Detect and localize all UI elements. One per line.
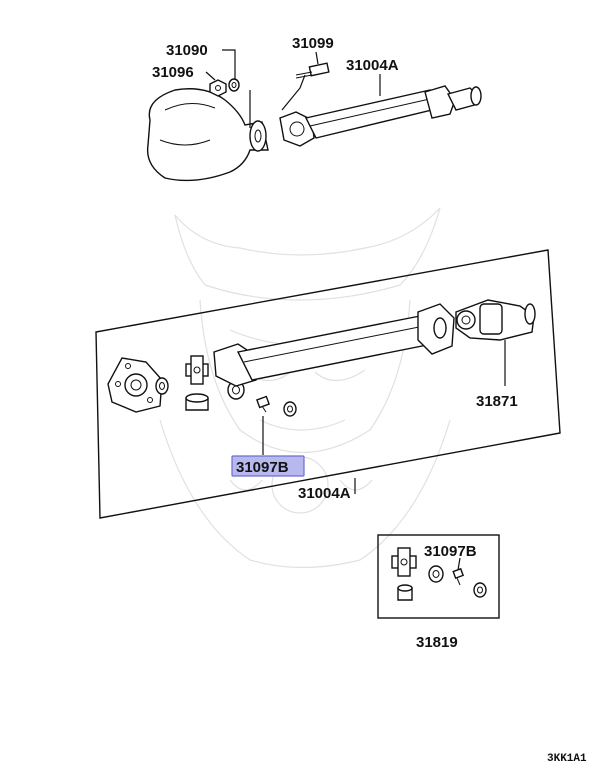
slip-yoke-31871 (455, 299, 536, 341)
kit-leader-31097B (457, 557, 461, 571)
callout-31097B-kit: 31097B (424, 543, 477, 560)
main-propeller-shaft-31004A (213, 303, 455, 387)
companion-flange (107, 357, 163, 413)
grease-fitting (256, 395, 270, 413)
samurai-helmet-watermark-icon (159, 207, 451, 569)
exploded-view-panel (95, 249, 561, 519)
transfer-case-housing (146, 88, 269, 182)
callout-31004A-top: 31004A (346, 57, 399, 74)
kit-grease-fitting (452, 567, 465, 586)
callout-31004A-panel: 31004A (298, 485, 351, 502)
highlighted-callout-31097B[interactable]: 31097B (231, 455, 305, 477)
bolt-31099 (295, 62, 330, 79)
panel-leader-lines (262, 340, 506, 494)
callout-31096: 31096 (152, 64, 194, 81)
callout-31871: 31871 (476, 393, 518, 410)
flange-ring (155, 377, 169, 395)
kit-washer (473, 582, 487, 598)
washer-31096 (228, 78, 240, 92)
bearing-cup (185, 393, 209, 411)
nut-31090 (209, 79, 227, 97)
callout-31097B-highlighted[interactable]: 31097B (236, 459, 289, 476)
diagram-code: 3KK1A1 (547, 753, 587, 765)
universal-joint-spider (185, 355, 209, 385)
kit-spider (391, 547, 417, 577)
callout-31819: 31819 (416, 634, 458, 651)
top-leader-lines (205, 49, 381, 128)
kit-bearing-cup (397, 584, 413, 601)
callout-31099: 31099 (292, 35, 334, 52)
callout-highlight-box (231, 455, 305, 477)
spider-kit-box (377, 534, 500, 619)
kit-seal (428, 565, 444, 583)
callout-31090: 31090 (166, 42, 208, 59)
small-washer (283, 401, 297, 417)
top-propeller-shaft-31004A (279, 85, 482, 147)
